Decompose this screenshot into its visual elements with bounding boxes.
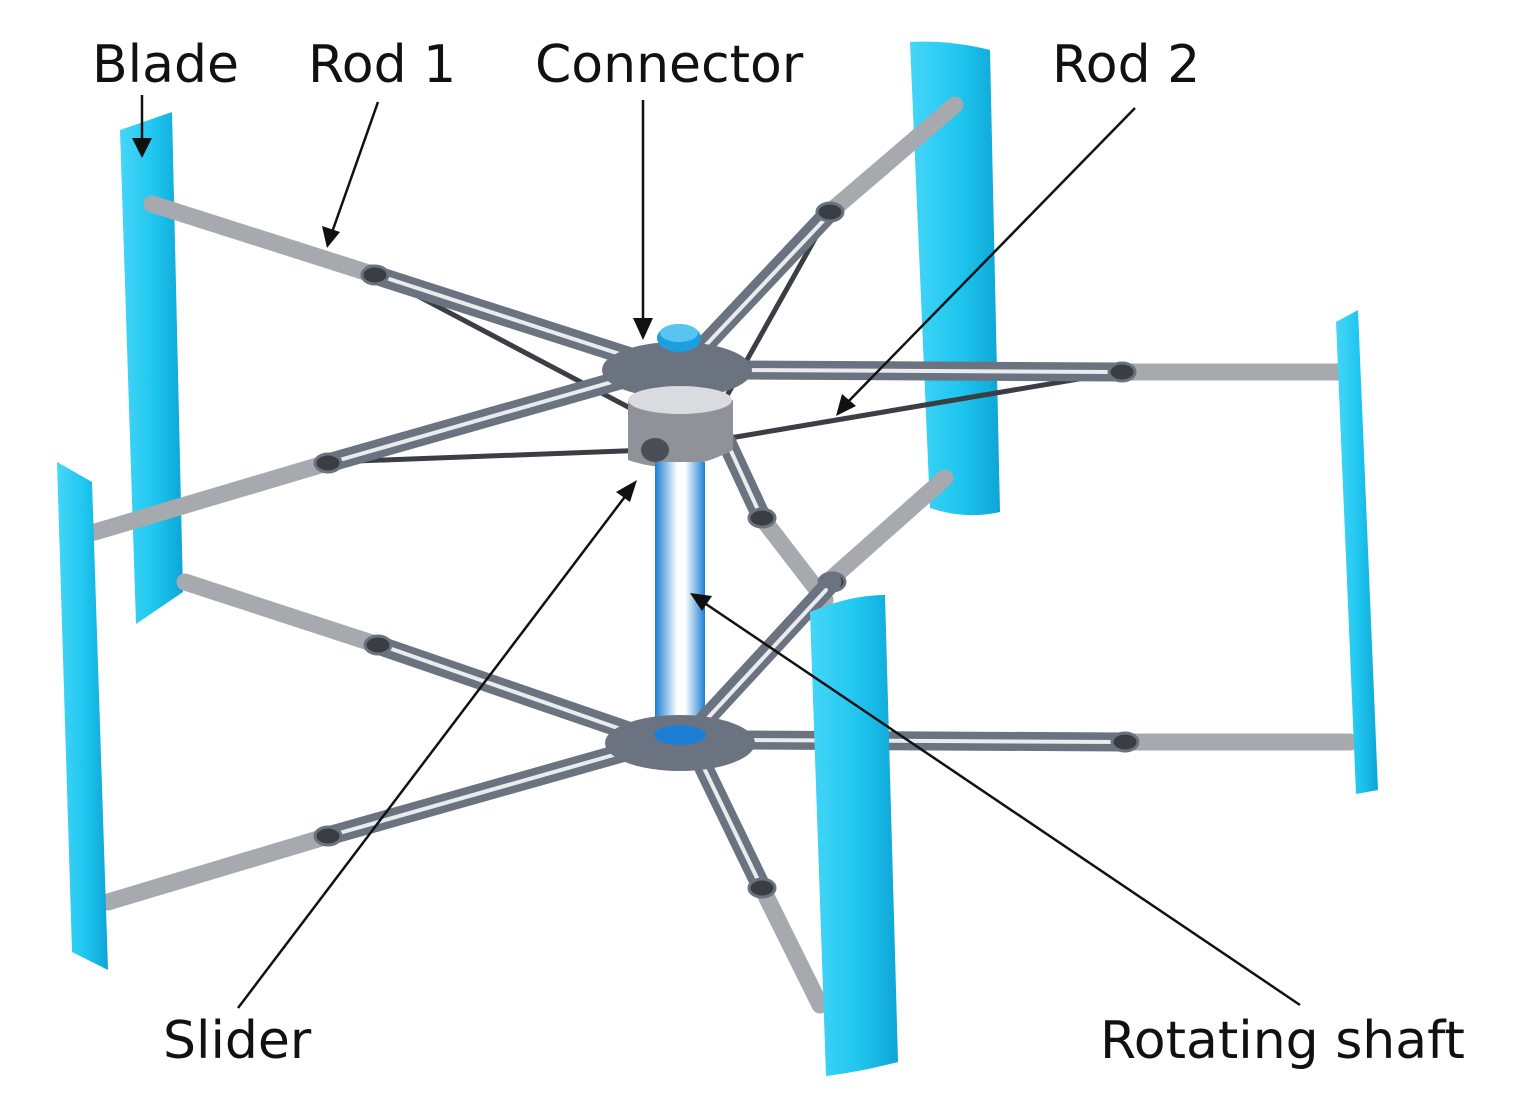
label-rotating-shaft: Rotating shaft (1100, 1011, 1465, 1071)
pointer-slider (237, 489, 631, 1009)
rod-upper-3 (821, 96, 964, 221)
rod-upper-1 (143, 195, 384, 284)
joint-upper-4 (1107, 361, 1137, 383)
label-rod1: Rod 1 (308, 35, 456, 95)
joint-lower-3 (1110, 731, 1140, 753)
joint-upper-1 (360, 264, 390, 286)
rod-upper-2 (86, 454, 336, 541)
rod-lower-2 (99, 827, 337, 911)
blade-back-left (120, 112, 183, 624)
brace-upper-2 (327, 447, 653, 465)
joint-upper-5 (747, 507, 777, 529)
pointer-rod1 (328, 101, 380, 239)
upper-rotor (86, 96, 1347, 609)
lower-rotor (99, 572, 1359, 1014)
label-rod2: Rod 2 (1052, 35, 1200, 95)
blade-front-center (810, 595, 898, 1076)
joint-lower-1 (363, 634, 393, 656)
rod-lower-4 (753, 879, 829, 1014)
blade-front-left (57, 462, 108, 970)
rod-lower-1 (176, 573, 387, 654)
label-slider: Slider (163, 1011, 312, 1071)
label-blade: Blade (92, 35, 239, 95)
joint-lower-2 (313, 825, 343, 847)
rod-upper-5 (753, 509, 834, 609)
upper-hub (602, 342, 752, 398)
brace-upper-3 (727, 369, 1123, 441)
pointer-rod2 (841, 107, 1136, 409)
label-connector: Connector (535, 35, 804, 95)
rod-upper-6 (821, 469, 954, 589)
joint-upper-2 (313, 452, 343, 474)
joint-lower-4 (747, 877, 777, 899)
pointer-rotating-shaft (699, 598, 1301, 1007)
rotating-shaft (655, 462, 705, 747)
pointers (132, 95, 1301, 1009)
joint-upper-3 (815, 201, 845, 223)
blade-right (1336, 310, 1378, 794)
